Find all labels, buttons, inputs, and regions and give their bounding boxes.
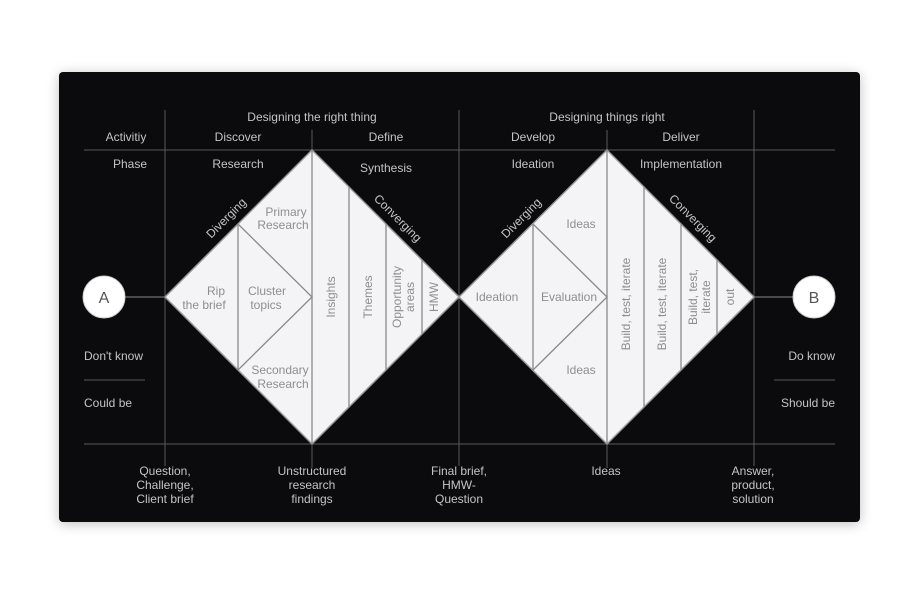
output-line: research <box>289 478 336 492</box>
phase-synthesis: Synthesis <box>360 161 412 175</box>
grid-lines <box>84 110 835 468</box>
themes-label: Themes <box>361 275 375 318</box>
build-test-iterate-3b: iterate <box>699 280 713 314</box>
should-be-label: Should be <box>781 396 835 410</box>
do-know-label: Do know <box>788 349 835 363</box>
output-start: Question, Challenge, Client brief <box>136 464 194 506</box>
output-line: Answer, <box>732 464 775 478</box>
build-test-iterate-1: Build, test, iterate <box>619 257 633 350</box>
output-brief: Final brief, HMW- Question <box>431 464 487 506</box>
rip-label-2: the brief <box>182 298 226 312</box>
build-test-iterate-2: Build, test, iterate <box>655 257 669 350</box>
output-end: Answer, product, solution <box>731 464 774 506</box>
rip-label-1: Rip <box>207 284 225 298</box>
output-line: Question <box>435 492 483 506</box>
ideas-top-label: Ideas <box>566 217 595 231</box>
diamond-develop-deliver <box>457 148 756 446</box>
group-label-things-right: Designing things right <box>549 110 665 124</box>
phase-research: Research <box>212 157 263 171</box>
cluster-label-1: Cluster <box>248 284 286 298</box>
insights-label: Insights <box>324 276 338 317</box>
could-be-label: Could be <box>84 396 132 410</box>
phase-implementation: Implementation <box>640 157 722 171</box>
opportunity-label-1: Opportunity <box>390 266 404 328</box>
evaluation-label: Evaluation <box>541 290 597 304</box>
group-label-right-thing: Designing the right thing <box>247 110 376 124</box>
activity-deliver: Deliver <box>662 130 699 144</box>
secondary-label-1: Secondary <box>251 363 308 377</box>
output-line: Challenge, <box>136 478 193 492</box>
output-line: HMW- <box>442 478 476 492</box>
activity-discover: Discover <box>215 130 262 144</box>
output-ideas: Ideas <box>591 464 620 478</box>
cluster-label-2: topics <box>250 298 281 312</box>
hmw-label: HMW <box>427 281 441 312</box>
activity-row-label: Activitiy <box>106 130 147 144</box>
output-research: Unstructured research findings <box>278 464 347 506</box>
phase-ideation: Ideation <box>512 157 555 171</box>
activity-define: Define <box>369 130 404 144</box>
end-point-b: B <box>792 275 836 319</box>
phase-row-label: Phase <box>113 157 147 171</box>
end-label: B <box>809 290 820 307</box>
out-label: out <box>723 288 737 305</box>
start-label: A <box>99 290 110 307</box>
ideas-bottom-label: Ideas <box>566 363 595 377</box>
opportunity-label-2: areas <box>403 282 417 312</box>
ideation-inner-label: Ideation <box>476 290 519 304</box>
output-line: product, <box>731 478 774 492</box>
output-line: Final brief, <box>431 464 487 478</box>
output-line: Unstructured <box>278 464 347 478</box>
secondary-label-2: Research <box>257 377 308 391</box>
output-line: solution <box>732 492 773 506</box>
output-line: Question, <box>139 464 190 478</box>
dont-know-label: Don't know <box>84 349 143 363</box>
start-point-a: A <box>82 275 126 319</box>
build-test-iterate-3a: Build, test, <box>686 269 700 325</box>
output-line: Client brief <box>136 492 194 506</box>
primary-label-2: Research <box>257 218 308 232</box>
activity-develop: Develop <box>511 130 555 144</box>
output-line: findings <box>291 492 332 506</box>
primary-label-1: Primary <box>265 205 306 219</box>
